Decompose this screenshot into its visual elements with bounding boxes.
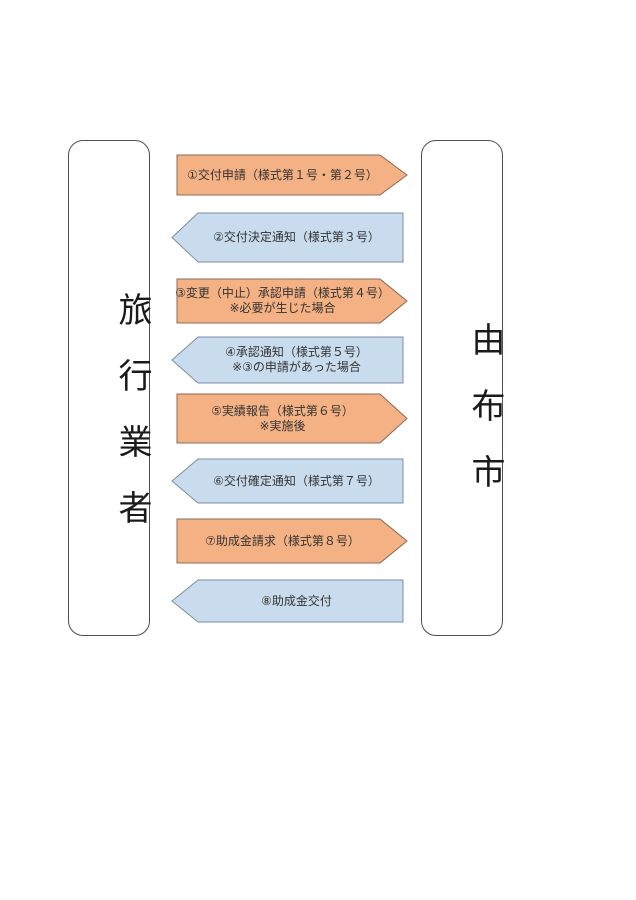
- arrow-to-city: [176, 393, 408, 444]
- flow-step-title: ⑦助成金請求（様式第８号）: [205, 533, 360, 548]
- flow-step-label: ⑧助成金交付: [190, 580, 403, 622]
- flow-step-label: ①交付申請（様式第１号・第２号）: [177, 155, 388, 195]
- arrow-to-agency: [171, 212, 404, 263]
- yufu-city-label: 由布市: [465, 322, 505, 520]
- arrow-to-city: [176, 154, 408, 196]
- flow-step-label: ③変更（中止）承認申請（様式第４号）※必要が生じた場合: [175, 279, 390, 323]
- flow-step-title: ①交付申請（様式第１号・第２号）: [187, 167, 378, 182]
- flow-step-title: ⑧助成金交付: [261, 593, 332, 608]
- arrow-to-city: [176, 278, 408, 324]
- yufu-city-box: 由布市: [421, 140, 505, 636]
- flow-step-title: ⑤実績報告（様式第６号）: [211, 403, 354, 418]
- arrow-to-agency: [171, 336, 404, 384]
- flow-step-note: ※必要が生じた場合: [229, 301, 336, 315]
- arrow-to-city: [176, 518, 408, 564]
- flow-step-label: ④承認通知（様式第５号）※③の申請があった場合: [190, 337, 403, 383]
- flow-step-note: ※③の申請があった場合: [232, 360, 361, 374]
- flow-step-label: ②交付決定通知（様式第３号）: [190, 213, 403, 262]
- travel-agency-box: 旅行業者: [68, 140, 152, 636]
- arrow-to-agency: [171, 579, 404, 623]
- flow-step-label: ⑦助成金請求（様式第８号）: [177, 519, 388, 563]
- flow-step-title: ②交付決定通知（様式第３号）: [213, 230, 380, 244]
- arrow-to-agency: [171, 458, 404, 504]
- flow-step-title: ④承認通知（様式第５号）: [225, 345, 368, 359]
- flow-step-label: ⑤実績報告（様式第６号）※実施後: [177, 394, 388, 443]
- travel-agency-label: 旅行業者: [112, 292, 152, 556]
- flow-step-note: ※実施後: [259, 418, 306, 433]
- flow-step-title: ⑥交付確定通知（様式第７号）: [213, 473, 380, 488]
- flow-step-title: ③変更（中止）承認申請（様式第４号）: [175, 286, 390, 300]
- flow-step-label: ⑥交付確定通知（様式第７号）: [190, 459, 403, 503]
